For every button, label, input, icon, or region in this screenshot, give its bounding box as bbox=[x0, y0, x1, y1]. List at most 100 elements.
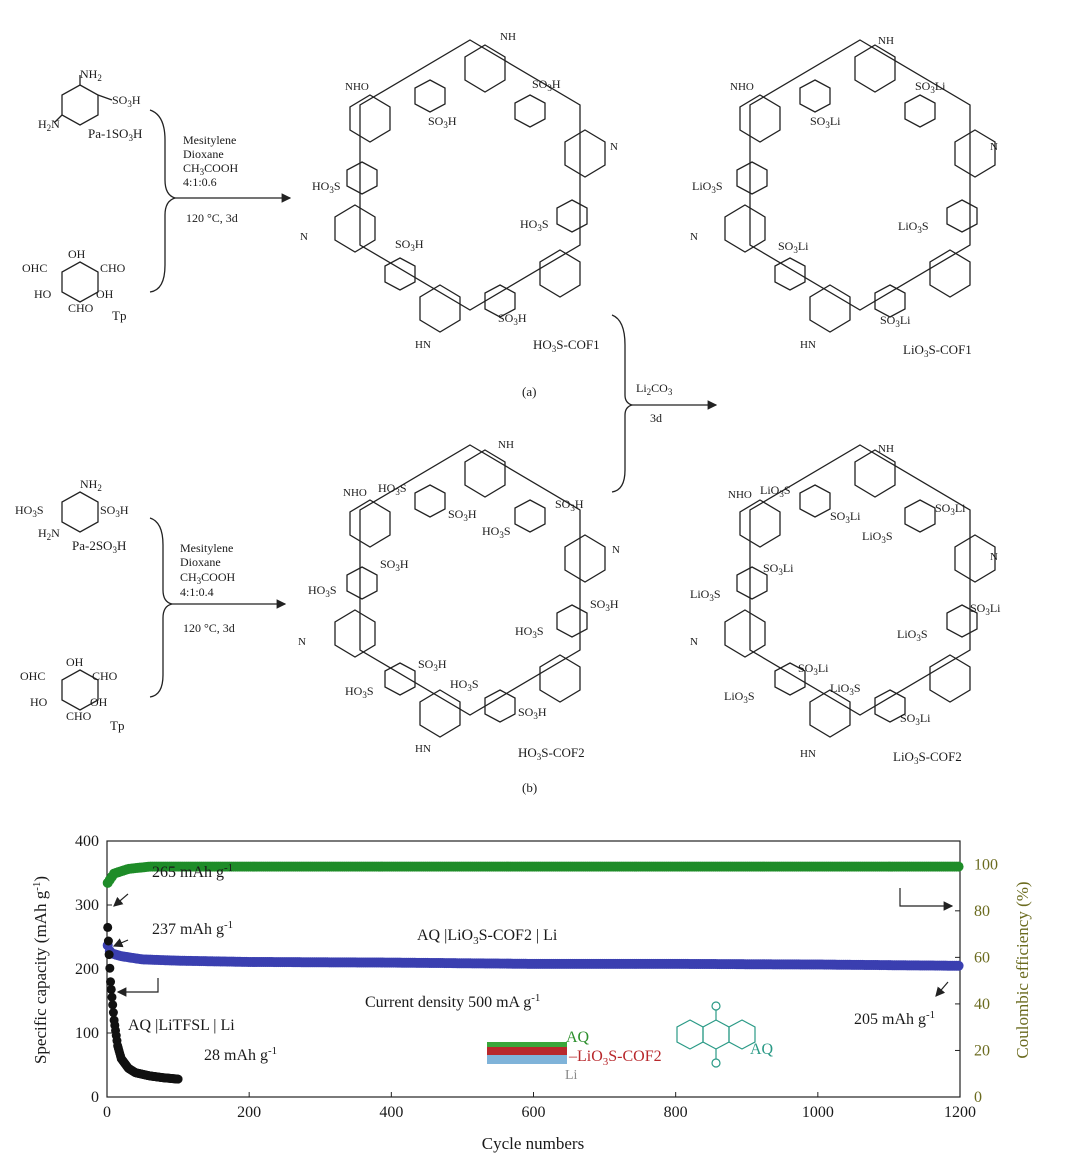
svg-text:SO3Li: SO3Li bbox=[935, 501, 966, 517]
monomer-pa1so3h: NH2 SO3H H2N Pa-1SO3H bbox=[38, 67, 142, 143]
monomer-pa2so3h: NH2 SO3H HO3S H2N Pa-2SO3H bbox=[15, 477, 129, 555]
group-nh2: NH2 bbox=[80, 67, 102, 83]
svg-text:Mesitylene: Mesitylene bbox=[183, 133, 236, 147]
svg-text:NHO: NHO bbox=[343, 487, 367, 499]
series-layer bbox=[102, 861, 964, 1084]
data-point bbox=[104, 950, 114, 960]
x-tick-label: 1000 bbox=[802, 1104, 834, 1121]
group-ohc: OHC bbox=[22, 261, 47, 275]
data-point bbox=[108, 1008, 118, 1018]
monomer-tp-b: OHC OH CHO HO OH CHO Tp bbox=[20, 655, 124, 733]
svg-text:N: N bbox=[990, 141, 998, 153]
svg-text:HO3S: HO3S bbox=[15, 503, 44, 519]
group-so3h: SO3H bbox=[112, 93, 141, 109]
product-label-cof2: HO3S-COF2 bbox=[518, 745, 585, 762]
anthraquinone-structure bbox=[676, 1001, 756, 1068]
svg-text:SO3Li: SO3Li bbox=[810, 114, 841, 130]
data-point bbox=[173, 1074, 183, 1084]
monomer-label: Tp bbox=[112, 308, 126, 323]
svg-text:Dioxane: Dioxane bbox=[183, 147, 224, 161]
pointer-237 bbox=[112, 938, 129, 948]
svg-text:HN: HN bbox=[415, 339, 431, 351]
svg-text:Dioxane: Dioxane bbox=[180, 555, 221, 569]
reaction-conditions-a: Mesitylene Dioxane CH3COOH 4:1:0.6 120 °… bbox=[183, 133, 239, 225]
lithiation-reagent: Li2CO3 bbox=[636, 381, 673, 397]
svg-text:N: N bbox=[300, 231, 308, 243]
y-axis-right-label: Coulombic efficiency (%) bbox=[1013, 881, 1032, 1058]
svg-text:HO3S: HO3S bbox=[345, 684, 374, 700]
label-ref-cell: AQ |LiTFSL | Li bbox=[128, 1017, 235, 1034]
svg-text:SO3H: SO3H bbox=[498, 311, 527, 327]
svg-text:NH: NH bbox=[878, 35, 894, 47]
x-tick-label: 600 bbox=[522, 1104, 546, 1121]
svg-text:SO3H: SO3H bbox=[395, 237, 424, 253]
annotation-205: 205 mAh g-1 bbox=[854, 1009, 935, 1028]
svg-text:N: N bbox=[690, 231, 698, 243]
data-point bbox=[953, 861, 964, 872]
svg-text:NH: NH bbox=[500, 31, 516, 43]
pointer-205 bbox=[935, 981, 949, 997]
svg-text:OH: OH bbox=[66, 655, 84, 669]
svg-text:120 °C, 3d: 120 °C, 3d bbox=[183, 621, 235, 635]
group-oh: OH bbox=[68, 247, 86, 261]
pointer-cof-series bbox=[116, 978, 159, 997]
svg-text:SO3H: SO3H bbox=[448, 507, 477, 523]
svg-text:CHO: CHO bbox=[66, 709, 92, 723]
svg-text:CH3COOH: CH3COOH bbox=[180, 570, 236, 586]
svg-text:H2N: H2N bbox=[38, 526, 60, 542]
svg-text:SO3H: SO3H bbox=[418, 657, 447, 673]
y-left-tick-label: 300 bbox=[75, 897, 99, 914]
svg-text:SO3H: SO3H bbox=[100, 503, 129, 519]
pointer-ce-axis bbox=[899, 888, 954, 911]
y-right-tick-label: 0 bbox=[974, 1089, 982, 1106]
svg-text:HO3S: HO3S bbox=[378, 481, 407, 497]
product-label-lio3s-cof2: LiO3S-COF2 bbox=[893, 749, 962, 766]
product-label-cof1: HO3S-COF1 bbox=[533, 337, 600, 354]
svg-text:4:1:0.4: 4:1:0.4 bbox=[180, 585, 214, 599]
svg-text:CHO: CHO bbox=[92, 669, 118, 683]
series-0 bbox=[102, 940, 964, 971]
inset-label-aq: AQ bbox=[566, 1029, 590, 1046]
label-current-density: Current density 500 mA g-1 bbox=[365, 992, 540, 1011]
framework-ho3s-cof2: HO3S SO3H SO3H HO3S SO3H HO3S SO3H HO3S … bbox=[298, 439, 620, 755]
reaction-conditions-b: Mesitylene Dioxane CH3COOH 4:1:0.4 120 °… bbox=[180, 541, 236, 635]
y-left-tick-label: 100 bbox=[75, 1025, 99, 1042]
y-left-tick-label: 0 bbox=[91, 1089, 99, 1106]
svg-text:N: N bbox=[690, 636, 698, 648]
svg-text:OH: OH bbox=[90, 695, 108, 709]
monomer-label-b: Pa-2SO3H bbox=[72, 538, 126, 555]
svg-text:N: N bbox=[298, 636, 306, 648]
panel-label-b: (b) bbox=[522, 780, 537, 795]
svg-text:SO3Li: SO3Li bbox=[778, 239, 809, 255]
svg-text:HO3S: HO3S bbox=[482, 524, 511, 540]
y-axis-left-label: Specific capacity (mAh g-1) bbox=[31, 876, 50, 1064]
series-2 bbox=[102, 861, 964, 888]
svg-text:SO3Li: SO3Li bbox=[915, 79, 946, 95]
framework-lio3s-cof1: SO3Li SO3Li LiO3S LiO3S SO3Li SO3Li NH N… bbox=[690, 35, 998, 351]
y-right-tick-label: 20 bbox=[974, 1042, 990, 1059]
inset-label-aq-molecule: AQ bbox=[750, 1041, 774, 1058]
svg-text:LiO3S: LiO3S bbox=[898, 219, 929, 235]
svg-text:SO3H: SO3H bbox=[428, 114, 457, 130]
group-h2n: H2N bbox=[38, 117, 60, 133]
reaction-scheme: NH2 SO3H H2N Pa-1SO3H OHC OH CHO HO OH C… bbox=[15, 31, 1001, 795]
group-cho: CHO bbox=[100, 261, 126, 275]
svg-text:SO3Li: SO3Li bbox=[880, 313, 911, 329]
svg-text:SO3Li: SO3Li bbox=[830, 509, 861, 525]
x-tick-label: 200 bbox=[237, 1104, 261, 1121]
data-point bbox=[106, 984, 116, 994]
svg-text:NH: NH bbox=[498, 439, 514, 451]
svg-text:HN: HN bbox=[415, 743, 431, 755]
svg-text:120 °C, 3d: 120 °C, 3d bbox=[186, 211, 238, 225]
annotation-237: 237 mAh g-1 bbox=[152, 919, 233, 938]
group-ho: HO bbox=[34, 287, 52, 301]
svg-text:LiO3S: LiO3S bbox=[897, 627, 928, 643]
x-tick-label: 0 bbox=[103, 1104, 111, 1121]
svg-text:HN: HN bbox=[800, 748, 816, 760]
monomer-tp-a: OHC OH CHO HO OH CHO Tp bbox=[22, 247, 126, 323]
svg-text:HN: HN bbox=[800, 339, 816, 351]
y-left-tick-label: 200 bbox=[75, 961, 99, 978]
svg-text:Tp: Tp bbox=[110, 718, 124, 733]
